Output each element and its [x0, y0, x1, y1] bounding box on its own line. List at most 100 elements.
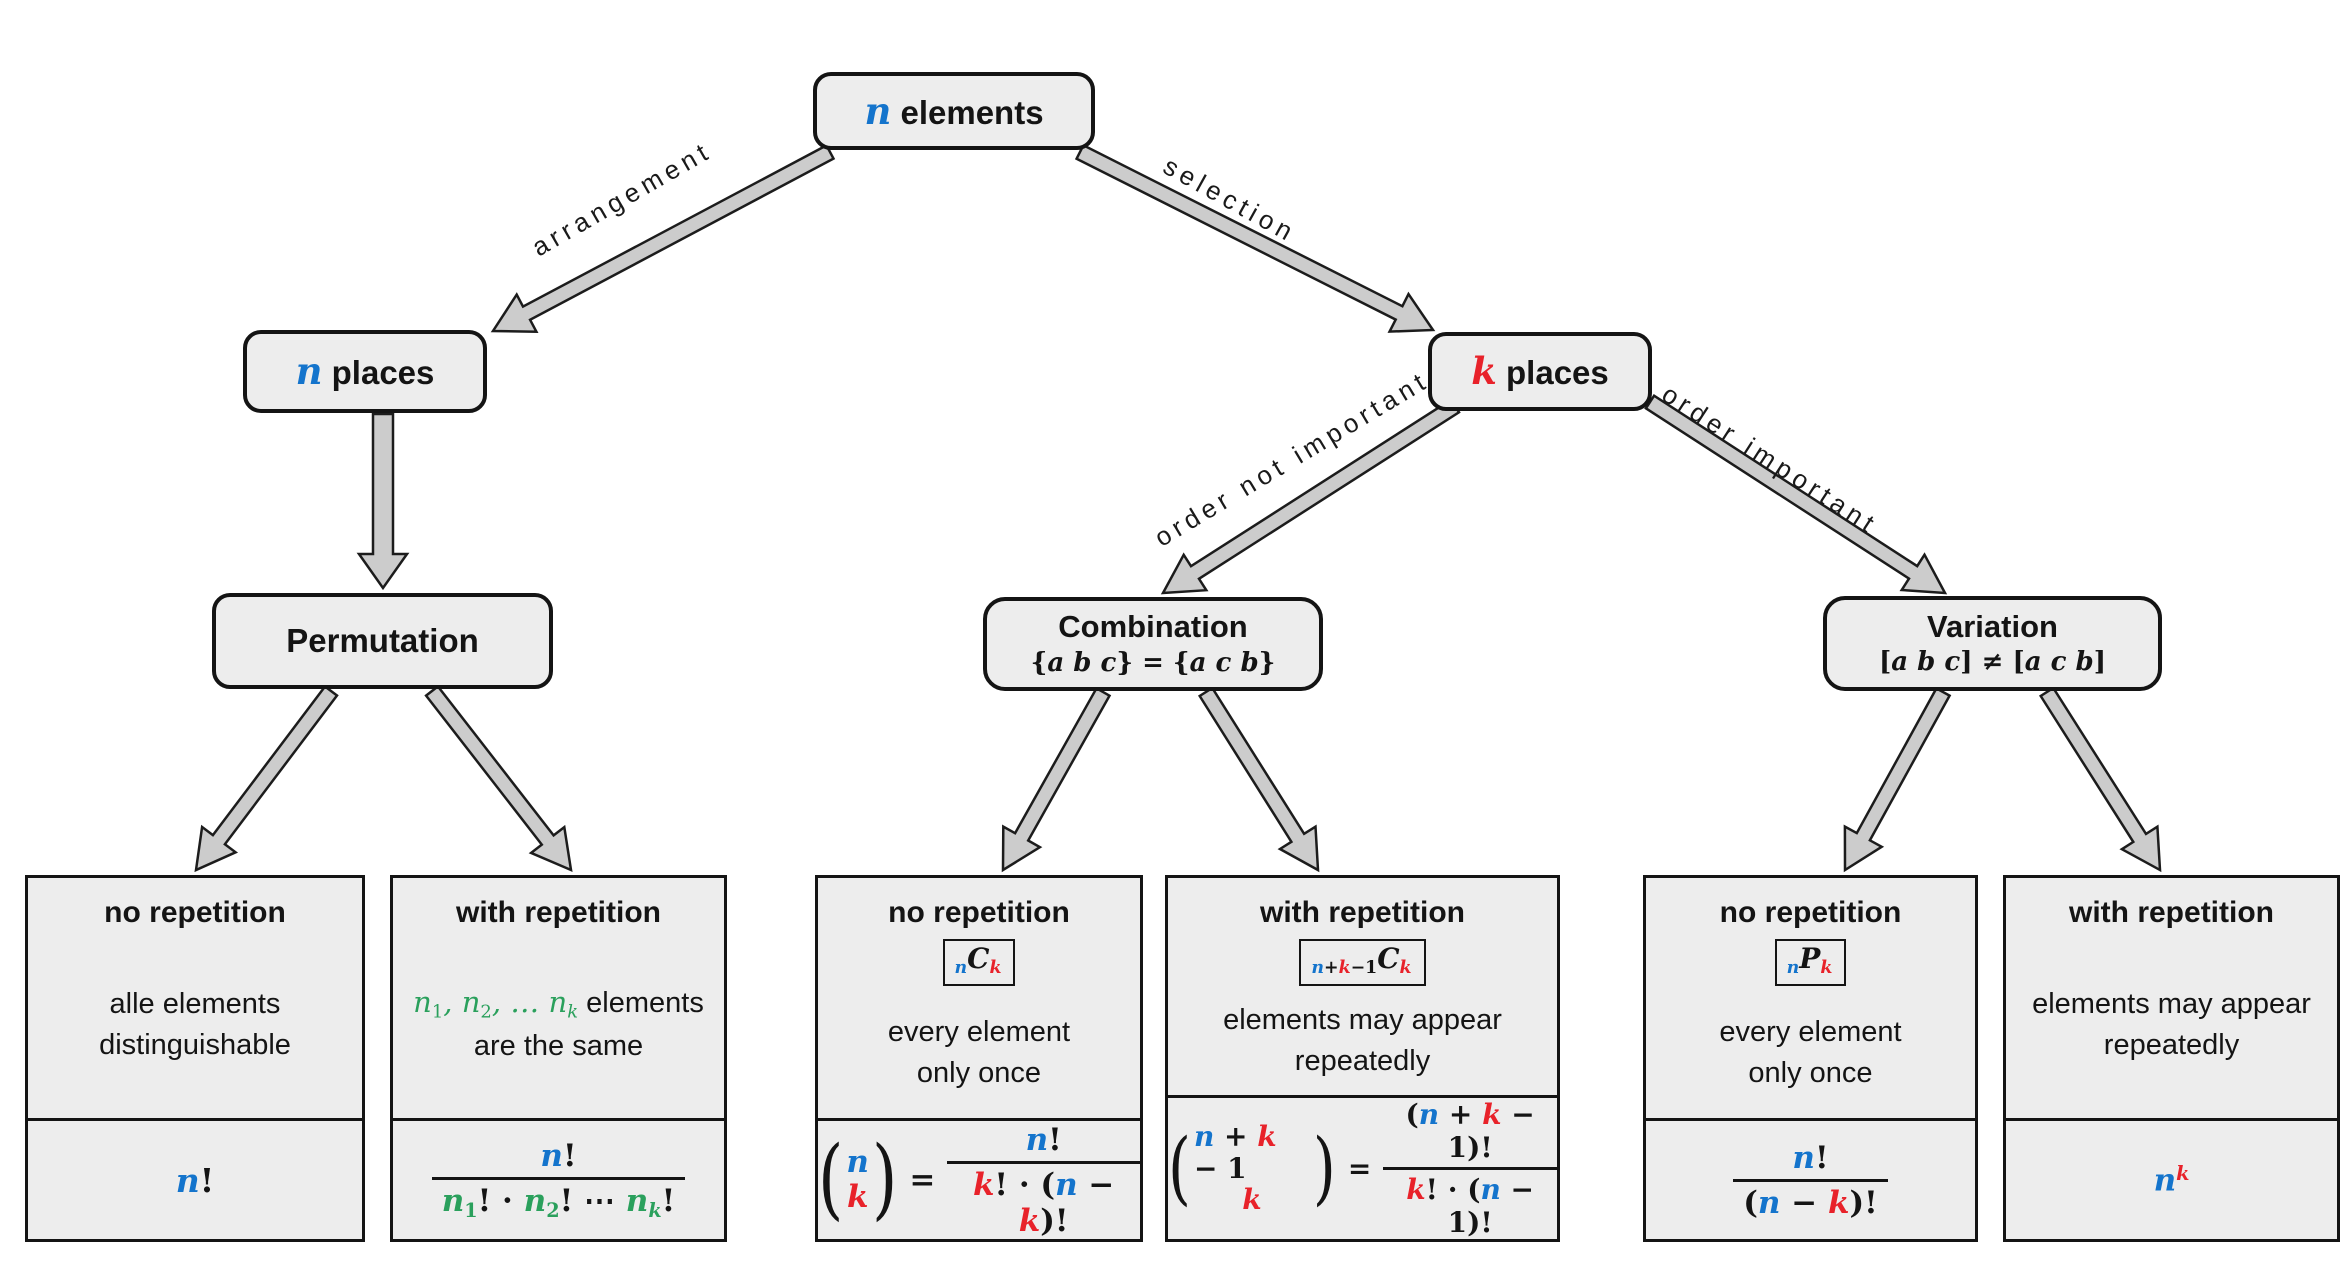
flow-arrow: [194, 684, 339, 873]
math-token: alle elements: [109, 987, 281, 1020]
math-token: k: [1482, 1098, 1502, 1131]
math-token: k: [1828, 1184, 1850, 1221]
math-token: 2: [480, 1001, 492, 1023]
flow-arrow: [1001, 686, 1112, 873]
node-combination-note: {a b c} = {a c b}: [1031, 648, 1276, 678]
math-token: n: [461, 984, 481, 1019]
math-token: } = {: [1116, 647, 1190, 678]
math-token: k: [989, 957, 1002, 978]
leaf-variation-with-repetition: with repetition elements may appear repe…: [2003, 875, 2340, 1242]
math-token: )!: [1849, 1184, 1878, 1221]
node-combination-title: Combination: [1058, 609, 1248, 645]
math-token: ! · (: [994, 1166, 1056, 1203]
leaf-header: with repetition: [1260, 896, 1465, 929]
math-token: n: [864, 88, 892, 133]
math-token: n: [548, 984, 568, 1019]
math-token: k: [567, 1001, 579, 1023]
math-token: +: [1324, 957, 1339, 978]
math-token: −1: [1350, 957, 1378, 978]
leaf-combination-no-repetition: no repetition nCk every element only onc…: [815, 875, 1143, 1242]
math-token: n: [1786, 957, 1800, 978]
node-n-places-title: n places: [296, 351, 435, 392]
flow-arrow: [1197, 686, 1320, 873]
leaf-permutation-with-repetition: with repetition n1, n2, … nk elements ar…: [390, 875, 727, 1242]
math-token: ! ·: [477, 1183, 524, 1220]
math-token: elements: [891, 93, 1044, 131]
math-token: n: [540, 1138, 563, 1175]
leaf-permutation-no-repetition: no repetition alle elements distinguisha…: [25, 875, 365, 1242]
node-k-places: k places: [1428, 332, 1652, 411]
formula-falling-factorial: n! (n − k)!: [1646, 1118, 1975, 1239]
formula-n-factorial: n!: [28, 1118, 362, 1239]
math-token: elements: [578, 986, 704, 1019]
math-token: − 1: [1447, 1098, 1535, 1164]
math-token: k: [2176, 1161, 2190, 1185]
leaf-header: no repetition: [104, 896, 286, 929]
node-permutation: Permutation: [212, 593, 553, 689]
math-token: +: [1439, 1098, 1483, 1131]
leaf-header: no repetition: [888, 896, 1070, 929]
flow-arrow: [490, 143, 836, 333]
math-token: n: [1418, 1098, 1440, 1131]
leaf-description: elements may appear repeatedly: [2032, 930, 2311, 1118]
math-token: !: [661, 1183, 676, 1220]
math-token: C: [967, 942, 990, 975]
math-token: !: [1048, 1121, 1062, 1158]
math-token: n: [523, 1183, 547, 1220]
flow-arrow: [1644, 393, 1948, 595]
formula-binomial-coefficient: ( n k ) = n! k! · (n − k)!: [818, 1118, 1140, 1239]
math-token: n: [846, 1144, 869, 1181]
math-token: distinguishable: [99, 1029, 291, 1061]
math-token: k: [1399, 957, 1412, 978]
math-token: )!: [1467, 1206, 1493, 1239]
math-token: n: [1480, 1173, 1501, 1206]
math-token: repeatedly: [1294, 1045, 1431, 1078]
math-token: a c b: [1189, 647, 1259, 678]
node-n-places: n places: [243, 330, 487, 413]
math-token: n: [1757, 1184, 1781, 1221]
math-token: C: [1377, 942, 1400, 975]
math-token: k: [846, 1179, 869, 1215]
math-token: a b c: [1047, 647, 1117, 678]
math-token: are the same: [473, 1030, 644, 1063]
math-token: n: [2153, 1162, 2177, 1199]
math-token: k: [1257, 1120, 1277, 1154]
math-token: !: [562, 1138, 577, 1175]
math-token: n: [1025, 1121, 1049, 1158]
leaf-description: n1, n2, … nk elements are the same: [413, 930, 704, 1118]
formula-multiset-coefficient: ( n + k − 1 k ) = (n + k − 1)! k! · (n −…: [1168, 1095, 1557, 1239]
flow-arrow: [1843, 686, 1952, 873]
node-n-elements: n elements: [813, 72, 1095, 150]
math-token: n: [625, 1183, 649, 1220]
math-token: k: [1406, 1173, 1426, 1206]
math-token: ,: [443, 984, 462, 1019]
math-token: only once: [916, 1056, 1042, 1089]
flow-arrow: [356, 412, 410, 591]
node-k-places-title: k places: [1471, 351, 1609, 392]
math-token: 1: [431, 1001, 444, 1023]
notation-badge-nPk: nPk: [1774, 939, 1847, 986]
flow-arrow: [424, 684, 573, 873]
math-token: {: [1030, 647, 1048, 678]
math-token: k: [1471, 349, 1497, 394]
math-token: , …: [491, 984, 549, 1019]
formula-multiset-permutation: n! n1! · n2! ⋯ nk!: [393, 1118, 724, 1239]
math-token: repeatedly: [2103, 1029, 2240, 1061]
math-token: )!: [1467, 1131, 1493, 1164]
node-permutation-title: Permutation: [286, 621, 479, 659]
node-variation-title: Variation: [1927, 608, 2058, 644]
math-token: elements may appear: [1223, 1004, 1502, 1037]
math-token: P: [1799, 942, 1821, 975]
math-token: −: [1077, 1166, 1115, 1203]
math-token: !: [1814, 1139, 1829, 1176]
math-token: n: [295, 349, 323, 394]
math-token: n: [441, 1183, 465, 1220]
flow-arrow: [1074, 143, 1436, 333]
math-token: k: [1018, 1202, 1041, 1239]
math-token: k: [1338, 957, 1351, 978]
math-token: }: [1258, 647, 1276, 678]
math-token: [: [1878, 647, 1892, 678]
leaf-description: elements may appear repeatedly: [1223, 986, 1502, 1095]
math-token: k: [1242, 1183, 1262, 1217]
